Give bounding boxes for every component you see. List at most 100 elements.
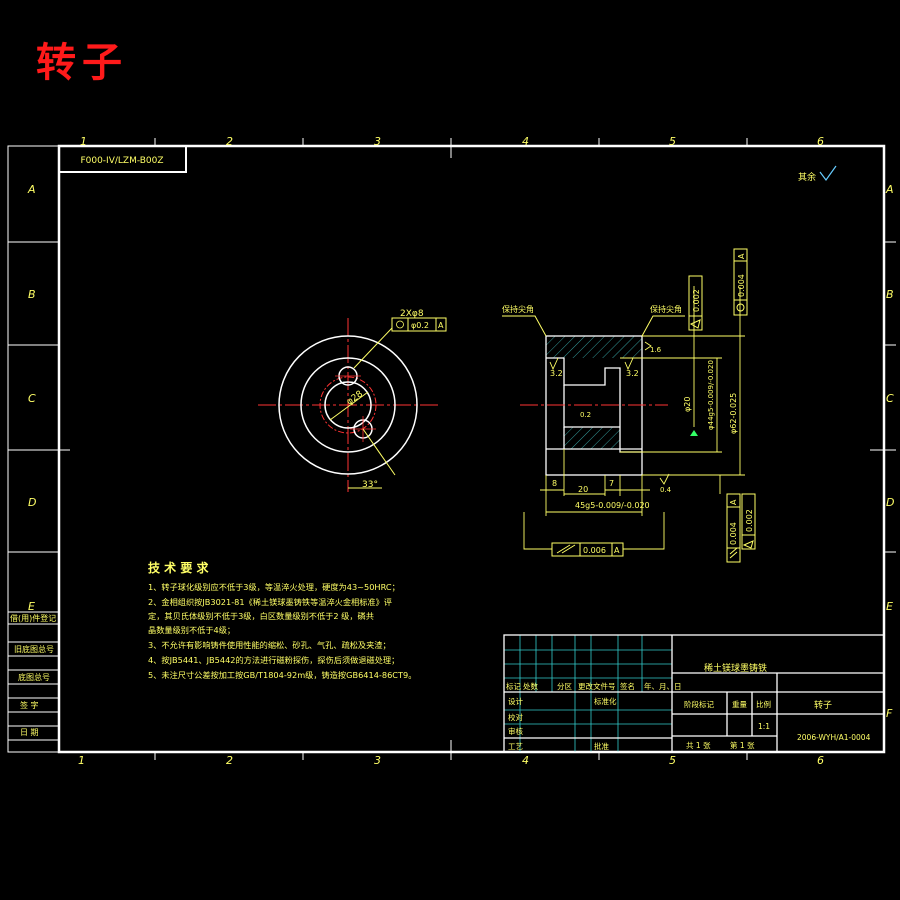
zone-labels-left: A B C D E bbox=[27, 183, 36, 613]
dim-45: 45g5-0.009/-0.020 bbox=[575, 501, 650, 510]
roughness-value: 0.4 bbox=[660, 486, 672, 494]
zone-ticks bbox=[8, 138, 896, 760]
roughness-value: 1.6 bbox=[650, 346, 662, 354]
left-strip-label: 日 期 bbox=[20, 728, 39, 737]
zone-row-label: D bbox=[886, 496, 894, 509]
holes-callout: 2Xφ8 bbox=[400, 309, 424, 319]
zone-col-label: 2 bbox=[226, 754, 233, 767]
drawing-code: F000-IV/LZM-B00Z bbox=[80, 156, 163, 166]
tb-scale-label: 比例 bbox=[756, 699, 771, 709]
position-tolerance-frame bbox=[391, 317, 447, 332]
zone-row-label: E bbox=[886, 600, 893, 613]
leader-note-right: 保持尖角 bbox=[650, 304, 682, 314]
flatness-tolerance-frame bbox=[688, 275, 703, 331]
zone-row-label: C bbox=[28, 392, 36, 405]
revision-header: 年、月、日 bbox=[644, 681, 682, 691]
zone-col-label: 3 bbox=[374, 135, 381, 148]
dim-phi44: φ44g5-0.009/-0.020 bbox=[707, 360, 715, 430]
roughness-value: 0.2 bbox=[580, 411, 591, 419]
runout-tolerance-frame bbox=[551, 542, 624, 557]
angle-label: 33° bbox=[362, 480, 378, 490]
title-block bbox=[503, 634, 885, 753]
zone-col-label: 6 bbox=[817, 135, 824, 148]
page-title: 转子 bbox=[36, 39, 128, 86]
zone-row-label: C bbox=[886, 392, 894, 405]
zone-col-label: 2 bbox=[226, 135, 233, 148]
zone-labels-top: 1 2 3 4 5 6 bbox=[80, 135, 824, 148]
position-tol-datum: A bbox=[438, 321, 444, 330]
dim-20: 20 bbox=[578, 485, 588, 494]
material-label: 稀土镁球墨铸铁 bbox=[704, 662, 767, 674]
tech-requirements: 技 术 要 求 1、转子球化级别应不低于3级，等温淬火处理，硬度为43~50HR… bbox=[148, 560, 416, 680]
zone-col-label: 6 bbox=[817, 754, 824, 767]
tb-approve: 批准 bbox=[594, 741, 609, 751]
dim-phi20: φ20 bbox=[683, 397, 692, 412]
tb-scale-value: 1:1 bbox=[758, 722, 770, 731]
tb-standardization: 标准化 bbox=[594, 696, 617, 706]
zone-row-label: F bbox=[886, 707, 893, 720]
revision-header: 签名 bbox=[620, 681, 635, 691]
left-strip-label: 签 字 bbox=[20, 700, 39, 710]
flatness2-tolerance-frame bbox=[741, 493, 756, 550]
tech-requirement-line: 3、不允许有影响铸件使用性能的缩松、砂孔、气孔、疏松及夹渣； bbox=[148, 640, 391, 650]
zone-row-label: B bbox=[886, 288, 894, 301]
tb-sheet-no: 第 1 张 bbox=[730, 740, 755, 750]
tb-process: 工艺 bbox=[508, 742, 523, 751]
revision-header: 更改文件号 bbox=[578, 681, 616, 691]
zone-col-label: 5 bbox=[669, 754, 676, 767]
revision-header: 标记 bbox=[506, 681, 521, 691]
tb-review: 审核 bbox=[508, 726, 523, 736]
tb-part-name: 转子 bbox=[814, 699, 832, 711]
tech-requirement-line: 1、转子球化级别应不低于3级，等温淬火处理，硬度为43~50HRC； bbox=[148, 582, 400, 592]
perp-tol-datum: A bbox=[729, 499, 738, 505]
front-view: 2Xφ8 φ0.2 A φ28 33° bbox=[258, 309, 447, 492]
left-strip-label: 底图总号 bbox=[18, 672, 50, 682]
tb-stage-label: 阶段标记 bbox=[684, 699, 714, 709]
tech-requirement-line: 晶数量级别不低于4级； bbox=[148, 625, 235, 635]
flat-tol-value: 0.002 bbox=[692, 289, 701, 312]
leader-note-left: 保持尖角 bbox=[502, 304, 534, 314]
dim-8: 8 bbox=[552, 479, 557, 488]
tb-check: 校对 bbox=[508, 712, 523, 722]
roughness-symbol-icon bbox=[819, 165, 837, 182]
perpendicularity-tolerance-frame bbox=[726, 493, 741, 563]
cyl-tol-value: 0.004 bbox=[737, 274, 746, 297]
left-strip bbox=[8, 611, 59, 741]
flat2-tol-value: 0.002 bbox=[745, 509, 754, 532]
zone-row-label: B bbox=[28, 288, 36, 301]
runout-tol-value: 0.006 bbox=[583, 546, 606, 555]
cyl-tol-datum: A bbox=[737, 253, 746, 259]
zone-col-label: 1 bbox=[80, 135, 87, 148]
cylindricity-tolerance-frame bbox=[733, 248, 748, 316]
tech-requirement-line: 2、金相组织按JB3021-81《稀土镁球墨铸铁等温淬火金相标准》评 bbox=[148, 597, 392, 607]
zone-col-label: 3 bbox=[374, 754, 381, 767]
zone-row-label: D bbox=[28, 496, 36, 509]
tb-drawing-number: 2006-WYH/A1-0004 bbox=[797, 733, 871, 742]
zone-col-label: 5 bbox=[669, 135, 676, 148]
position-tol-value: φ0.2 bbox=[411, 321, 429, 330]
tech-requirement-line: 定，其贝氏体级别不低于3级，白区数量级别不低于2 级，磷共 bbox=[148, 611, 374, 621]
zone-col-label: 4 bbox=[522, 754, 529, 767]
position-symbol-icon bbox=[396, 320, 404, 329]
tech-requirement-line: 5、未注尺寸公差按加工按GB/T1804-92m级，铸造按GB6414-86CT… bbox=[148, 670, 416, 680]
left-strip-label: 借(用)件登记 bbox=[10, 613, 56, 623]
zone-row-label: A bbox=[27, 183, 36, 196]
tb-sheets: 共 1 张 bbox=[686, 741, 711, 750]
zone-row-label: E bbox=[28, 600, 35, 613]
dim-7: 7 bbox=[609, 479, 614, 488]
zone-row-label: A bbox=[885, 183, 894, 196]
zone-labels-right: A B C D E F bbox=[885, 183, 894, 720]
tech-requirements-title: 技 术 要 求 bbox=[148, 560, 210, 575]
dim-phi62: φ62-0.025 bbox=[729, 393, 738, 434]
left-strip-label: 旧底图总号 bbox=[14, 644, 54, 654]
tech-requirement-line: 4、按JB5441、JB5442的方法进行磁粉探伤，探伤后须做退磁处理； bbox=[148, 655, 399, 665]
roughness-value: 3.2 bbox=[626, 369, 639, 378]
roughness-value: 3.2 bbox=[550, 369, 563, 378]
tb-design: 设计 bbox=[508, 696, 523, 706]
revision-header: 处数 bbox=[523, 681, 538, 691]
tb-weight-label: 重量 bbox=[732, 700, 747, 709]
sheet-frame bbox=[7, 144, 886, 754]
roughness-note: 其余 bbox=[798, 171, 816, 183]
section-view: 保持尖角 保持尖角 3.2 3.2 1.6 0.2 0.4 φ20 φ44g5-… bbox=[502, 248, 756, 563]
